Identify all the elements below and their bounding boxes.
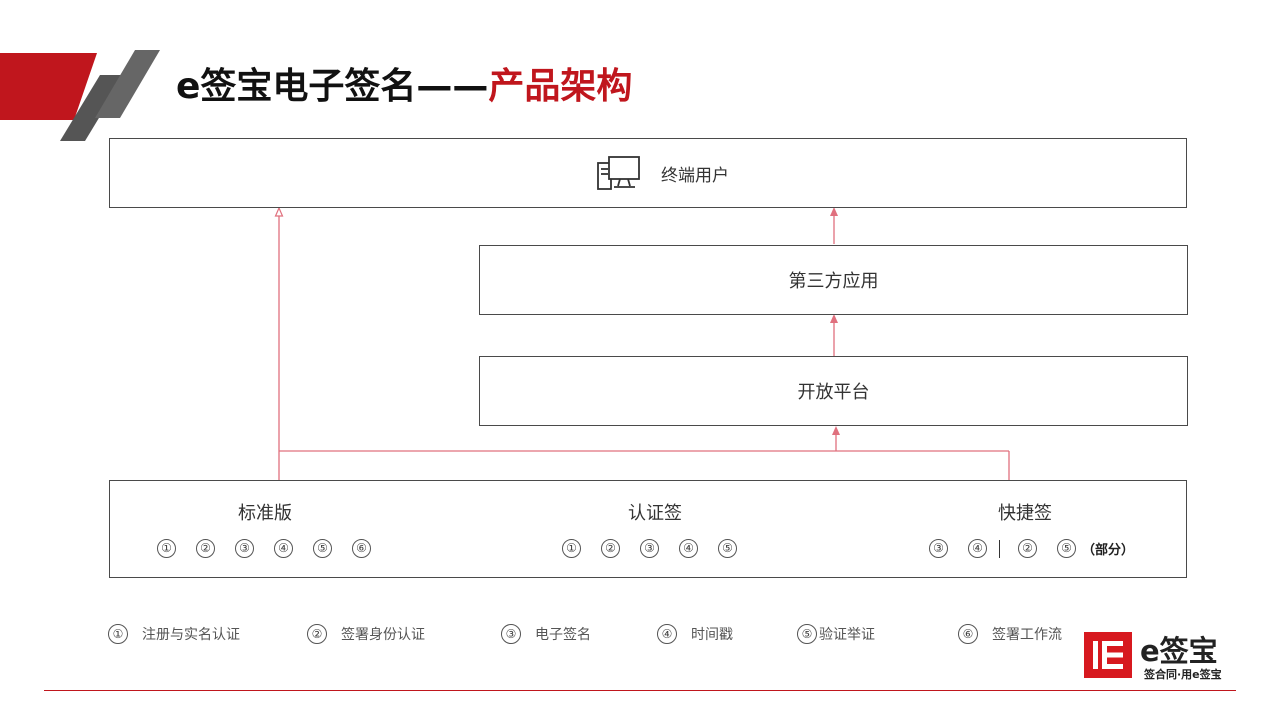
feature-badge: ① — [562, 539, 581, 558]
product-certified-sign-features: ① ② ③ ④ ⑤ — [562, 539, 757, 558]
third-party-app-box: 第三方应用 — [479, 245, 1188, 315]
product-quick-sign-features: ③ ④ ② ⑤ （部分） — [929, 539, 1134, 558]
legend-text: 签署工作流 — [992, 627, 1062, 643]
product-quick-sign-label: 快捷签 — [998, 503, 1052, 524]
products-box: 标准版 ① ② ③ ④ ⑤ ⑥ 认证签 ① ② ③ ④ ⑤ 快捷签 ③ ④ ② … — [109, 480, 1187, 578]
legend-text: 签署身份认证 — [341, 627, 425, 643]
legend-item: ③ 电子签名 — [501, 624, 591, 644]
legend-item: ⑤ 验证举证 — [797, 624, 875, 644]
header-decoration — [0, 50, 160, 141]
legend-text: 注册与实名认证 — [142, 627, 240, 643]
footer-divider — [44, 690, 1236, 691]
product-standard-label: 标准版 — [238, 503, 292, 524]
open-platform-box: 开放平台 — [479, 356, 1188, 426]
header-stripe-2 — [95, 50, 160, 118]
product-quick-sign: 快捷签 ③ ④ ② ⑤ （部分） — [928, 481, 1168, 577]
feature-badge: ⑤ — [1057, 539, 1076, 558]
legend-number: ② — [307, 624, 327, 644]
terminal-user-label: 终端用户 — [661, 165, 729, 186]
legend-number: ③ — [501, 624, 521, 644]
legend-item: ⑥ 签署工作流 — [958, 624, 1062, 644]
legend-item: ② 签署身份认证 — [307, 624, 425, 644]
feature-badge: ① — [157, 539, 176, 558]
feature-separator — [999, 539, 1000, 558]
product-certified-sign: 认证签 ① ② ③ ④ ⑤ — [560, 481, 750, 577]
computer-icon — [597, 156, 640, 190]
logo-name: e签宝 — [1140, 634, 1218, 668]
legend-number: ⑤ — [797, 624, 817, 644]
feature-badge: ③ — [235, 539, 254, 558]
feature-badge: ② — [1018, 539, 1037, 558]
legend-number: ⑥ — [958, 624, 978, 644]
legend-text: 电子签名 — [535, 627, 591, 643]
legend-number: ① — [108, 624, 128, 644]
open-platform-label: 开放平台 — [797, 382, 870, 403]
page-title-accent: 产品架构 — [488, 66, 633, 107]
product-certified-sign-label: 认证签 — [628, 503, 682, 524]
header-red-block — [0, 53, 97, 120]
arrowhead-terminal-left — [274, 206, 284, 217]
feature-badge: ③ — [640, 539, 659, 558]
feature-legend: ① 注册与实名认证 ② 签署身份认证 ③ 电子签名 ④ 时间戳 ⑤ 验证举证 ⑥… — [108, 624, 1088, 648]
feature-badge: ④ — [968, 539, 987, 558]
logo-tagline: 签合同·用e签宝 — [1144, 668, 1222, 681]
legend-text: 验证举证 — [819, 627, 875, 643]
product-standard-features: ① ② ③ ④ ⑤ ⑥ — [157, 539, 391, 558]
third-party-app-label: 第三方应用 — [788, 271, 879, 292]
legend-item: ④ 时间戳 — [657, 624, 733, 644]
feature-badge: ⑤ — [313, 539, 332, 558]
arrowhead-open-platform — [832, 426, 840, 435]
partial-note: （部分） — [1082, 543, 1135, 558]
feature-badge: ③ — [929, 539, 948, 558]
legend-text: 时间戳 — [691, 627, 733, 643]
terminal-user-box: 终端用户 — [109, 138, 1187, 208]
feature-badge: ② — [196, 539, 215, 558]
feature-badge: ④ — [679, 539, 698, 558]
feature-badge: ⑥ — [352, 539, 371, 558]
header-stripe-1 — [60, 75, 125, 141]
product-standard: 标准版 ① ② ③ ④ ⑤ ⑥ — [150, 481, 380, 577]
legend-item: ① 注册与实名认证 — [108, 624, 240, 644]
esign-logo: e签宝 签合同·用e签宝 — [1084, 632, 1240, 681]
page-title-main: e签宝电子签名—— — [176, 66, 489, 107]
page-title: e签宝电子签名——产品架构 — [176, 62, 632, 112]
arrowhead-terminal-right — [830, 207, 838, 216]
arrowhead-third-party — [830, 314, 838, 323]
feature-badge: ④ — [274, 539, 293, 558]
feature-badge: ② — [601, 539, 620, 558]
logo-mark-icon — [1084, 632, 1132, 678]
feature-badge: ⑤ — [718, 539, 737, 558]
legend-number: ④ — [657, 624, 677, 644]
